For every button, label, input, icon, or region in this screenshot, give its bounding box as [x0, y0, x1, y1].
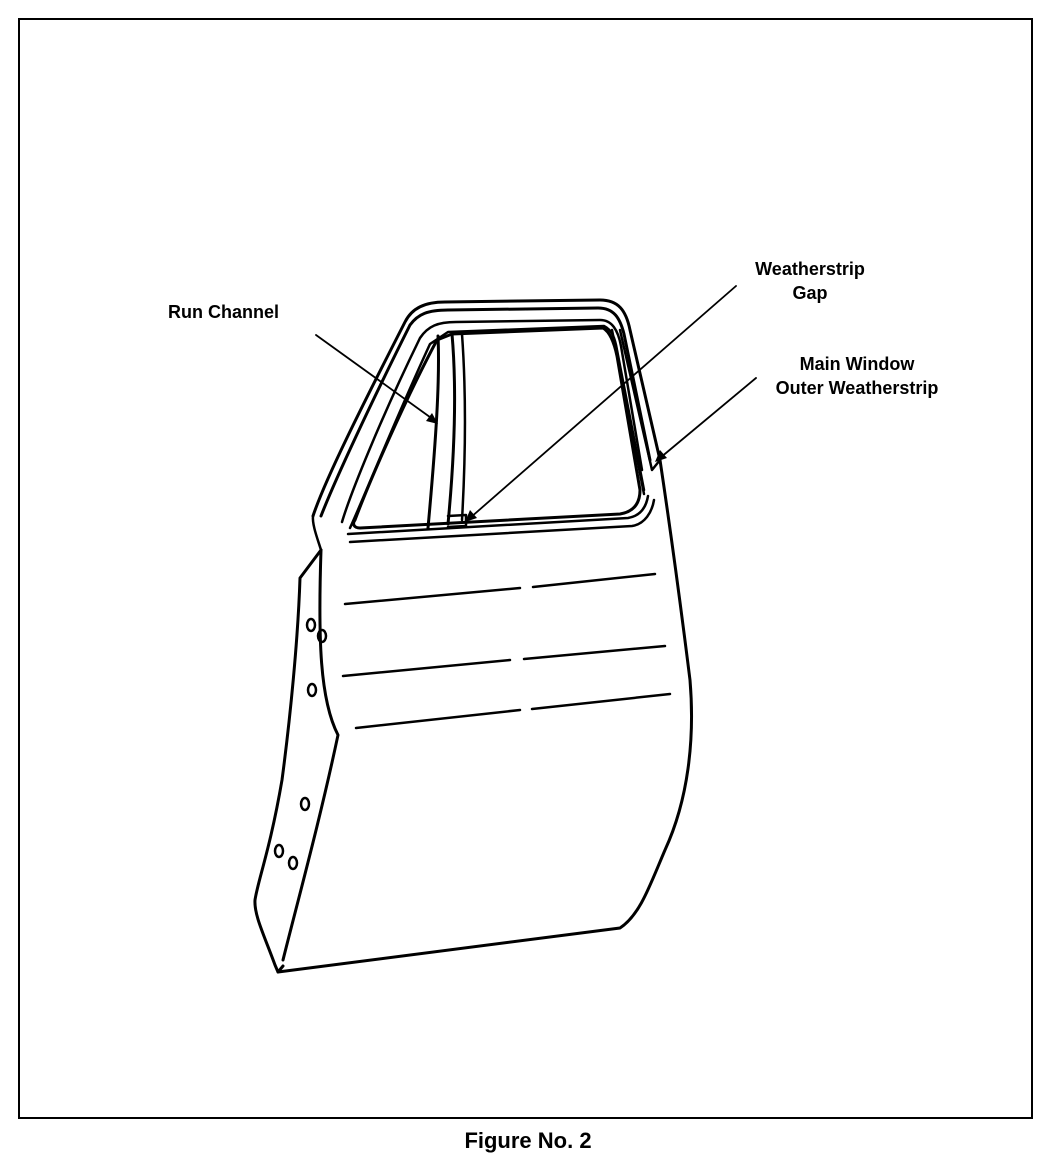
body-line-lower-b	[530, 692, 672, 711]
callout-main-window-line1: Main Window	[799, 354, 915, 374]
callout-weatherstrip-gap-line1: Weatherstrip	[755, 259, 865, 279]
window-frame-ring-2	[340, 318, 644, 524]
window-sill	[346, 494, 650, 536]
run-channel	[426, 334, 440, 530]
callout-weatherstrip-gap: Weatherstrip Gap	[740, 257, 880, 305]
door-outer-panel	[276, 298, 694, 974]
leader-run-channel	[315, 334, 438, 424]
door-hinge-edge	[281, 548, 340, 962]
hinge-bolt-holes	[273, 617, 328, 871]
bolt-hole	[316, 628, 328, 644]
callout-main-window-line2: Outer Weatherstrip	[775, 378, 939, 398]
body-line-middle	[341, 658, 512, 678]
figure-caption: Figure No. 2	[464, 1128, 592, 1153]
callout-run-channel: Run Channel	[168, 300, 279, 324]
figure-frame	[18, 18, 1033, 1119]
body-line-upper	[343, 586, 522, 606]
body-line-lower	[354, 708, 522, 730]
window-sill-lower	[348, 498, 656, 544]
bolt-hole	[305, 617, 317, 633]
window-rear-rail	[610, 328, 646, 496]
window-rear-rail-outer	[618, 328, 662, 472]
callout-weatherstrip-gap-line2: Gap	[792, 283, 828, 303]
window-opening	[352, 326, 642, 530]
run-channel-outer	[460, 332, 467, 522]
body-line-upper-b	[531, 572, 657, 589]
callout-run-channel-text: Run Channel	[168, 302, 279, 322]
bolt-hole	[287, 855, 299, 871]
bolt-hole	[306, 682, 318, 698]
leader-weatherstrip-gap	[465, 285, 737, 522]
bolt-hole	[273, 843, 285, 859]
leader-main-window-weatherstrip	[655, 377, 757, 462]
body-line-middle-b	[522, 644, 667, 661]
callout-main-window-outer-weatherstrip: Main Window Outer Weatherstrip	[762, 352, 952, 400]
window-frame-ring-1	[319, 306, 652, 518]
run-channel-inner	[446, 332, 457, 526]
door-front-seam	[311, 514, 323, 552]
bolt-hole	[299, 796, 311, 812]
door-hinge-panel	[253, 548, 323, 974]
